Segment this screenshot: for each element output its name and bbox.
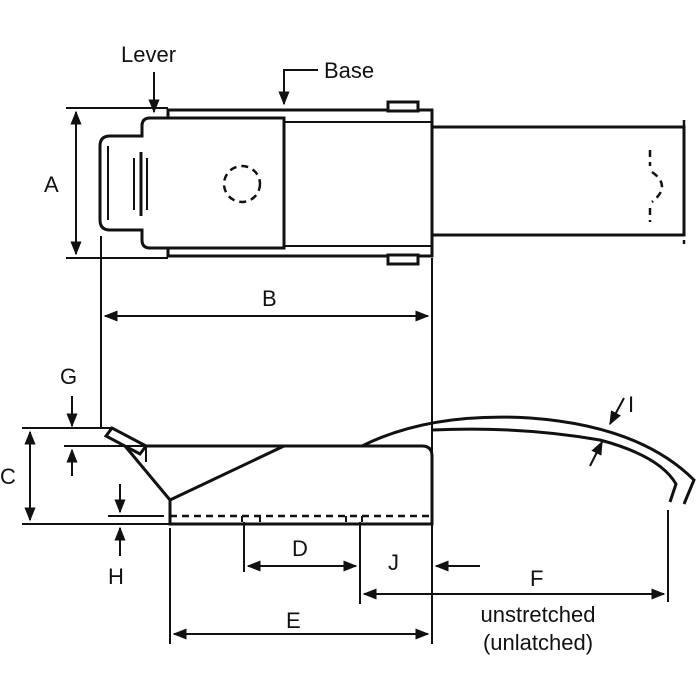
- dim-label-e: E: [286, 608, 301, 633]
- pivot-hole-icon: [222, 164, 262, 204]
- note-unstretched: unstretched: [481, 602, 596, 627]
- lever-top-view: [98, 116, 286, 250]
- dimension-g: G: [60, 364, 150, 476]
- dimension-i: I: [589, 392, 634, 467]
- dim-label-b: B: [262, 286, 277, 311]
- note-unlatched: (unlatched): [483, 630, 593, 655]
- dim-label-f: F: [530, 566, 543, 591]
- dimension-c: C: [0, 427, 170, 525]
- side-view: C G H D J: [0, 364, 696, 655]
- lever-callout: Lever: [121, 42, 176, 114]
- lever-callout-label: Lever: [121, 42, 176, 67]
- base-callout: Base: [278, 58, 374, 106]
- dimension-h: H: [108, 484, 164, 589]
- dimension-f: F unstretched (unlatched): [362, 510, 669, 655]
- dim-label-j: J: [388, 550, 399, 575]
- dim-label-i: I: [628, 392, 634, 417]
- dimension-d: D: [243, 522, 361, 604]
- dim-label-h: H: [108, 564, 124, 589]
- strap-side-view: [361, 415, 696, 505]
- lever-side-view: [103, 426, 285, 502]
- base-callout-label: Base: [324, 58, 374, 83]
- dimension-a: A: [44, 107, 168, 259]
- dim-label-c: C: [0, 464, 16, 489]
- dimension-e: E: [169, 528, 433, 644]
- top-view: A Lever Base B: [44, 42, 686, 528]
- dimension-j: J: [388, 550, 480, 575]
- dim-label-d: D: [292, 536, 308, 561]
- dim-label-g: G: [60, 364, 77, 389]
- dim-label-a: A: [44, 172, 59, 197]
